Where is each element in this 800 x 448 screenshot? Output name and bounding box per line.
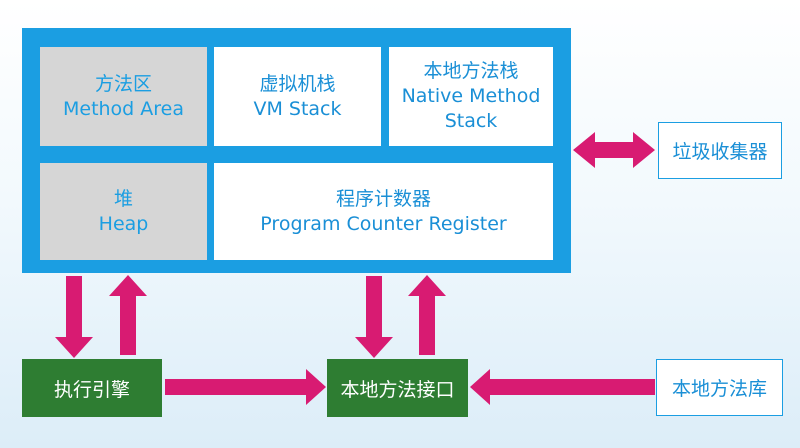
execution-engine-box: 执行引擎 [22,359,162,417]
native-library-label: 本地方法库 [671,378,767,400]
program-counter-block: 程序计数器 Program Counter Register [214,163,553,260]
method-area-block: 方法区 Method Area [40,47,207,146]
vm-stack-en: VM Stack [253,97,342,120]
garbage-collector-double-arrow [573,132,655,168]
execution-engine-label: 执行引擎 [53,378,130,401]
engine-up-arrow [109,275,147,355]
engine-to-interface-arrow [165,369,326,405]
method-area-zh: 方法区 [94,72,152,95]
method-area-en: Method Area [62,97,185,120]
program-counter-zh: 程序计数器 [335,187,431,210]
heap-zh: 堆 [113,187,133,210]
vm-stack-zh: 虚拟机栈 [259,72,336,95]
garbage-collector-box: 垃圾收集器 [658,122,782,179]
engine-down-arrow [55,276,93,358]
library-to-interface-arrow [470,369,655,405]
native-interface-label: 本地方法接口 [340,378,455,401]
heap-block: 堆 Heap [40,163,207,260]
vm-stack-block: 虚拟机栈 VM Stack [214,47,381,146]
native-method-stack-en-line1: Native Method [401,85,541,107]
native-library-box: 本地方法库 [656,359,783,416]
native-method-stack-en-line2: Stack [444,110,498,132]
native-method-stack-zh: 本地方法栈 [423,60,519,82]
heap-en: Heap [98,212,149,235]
native-interface-box: 本地方法接口 [327,359,468,417]
native-method-stack-block: 本地方法栈 Native Method Stack [389,47,553,146]
garbage-collector-label: 垃圾收集器 [672,141,768,163]
program-counter-en: Program Counter Register [260,212,507,235]
interface-up-arrow [408,275,446,355]
interface-down-arrow [355,276,393,358]
